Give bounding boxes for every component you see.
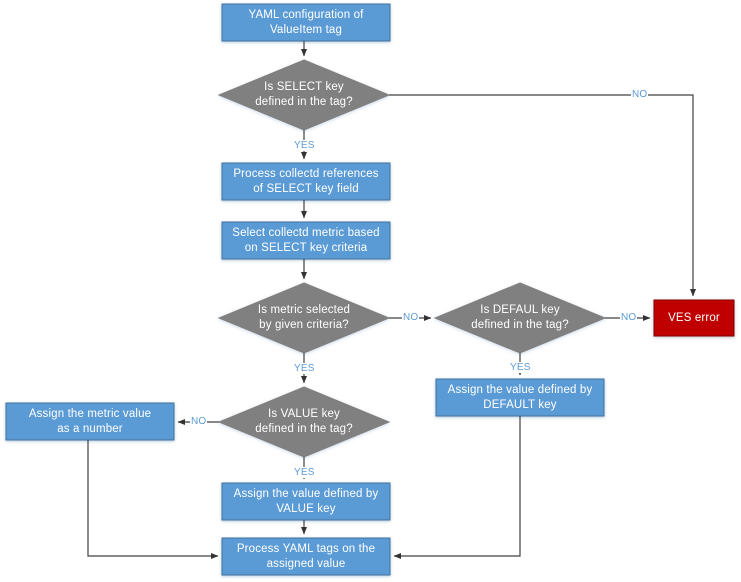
node-assign-number-shape [5,402,175,441]
edge-label-select-key-yes: YES [293,140,316,151]
edge-assign-number-to-process-yaml [87,440,219,560]
node-select-key-shape [217,59,391,131]
node-start-shape [221,3,391,42]
edge-select-key-no [389,94,697,297]
edge-label-select-key-no: NO [631,89,649,100]
edge-label-value-key-no: NO [190,416,208,427]
node-select-metric-shape [221,221,391,260]
edge-label-default-key-yes: YES [509,362,532,373]
node-process-yaml-shape [221,537,391,576]
edge-assign-default-to-process-yaml [393,416,521,560]
edge-label-metric-selected-no: NO [402,312,420,323]
node-assign-value-shape [221,482,391,521]
edge-label-default-key-no: NO [620,312,638,323]
node-default-key-shape [433,282,607,354]
edge-label-metric-selected-yes: YES [293,363,316,374]
node-metric-selected-shape [217,282,391,354]
node-assign-default-shape [435,378,605,417]
node-value-key-shape [217,386,391,458]
node-process-refs-shape [221,162,391,201]
node-ves-error-shape [653,299,735,337]
edge-label-value-key-yes: YES [293,467,316,478]
